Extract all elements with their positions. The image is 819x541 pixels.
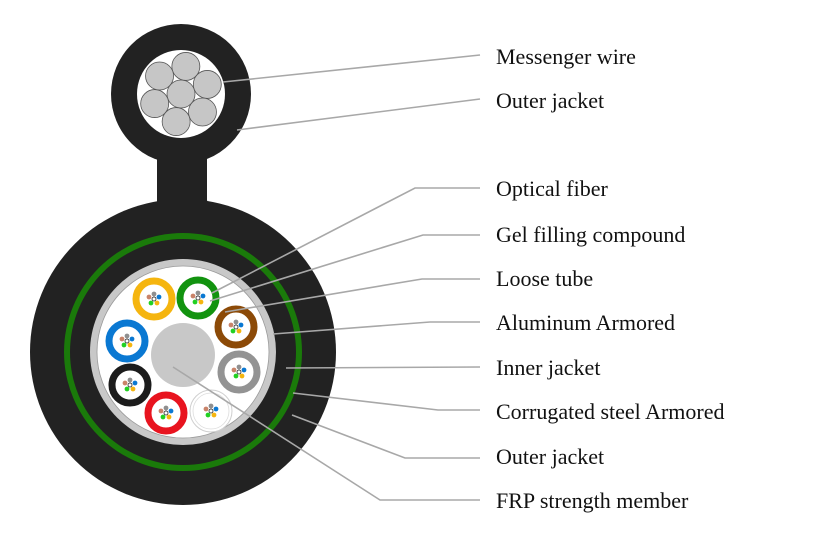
optical-fiber <box>148 300 154 306</box>
label-frp-strength-member: FRP strength member <box>496 488 689 513</box>
optical-fiber <box>129 336 135 342</box>
optical-fiber <box>233 319 239 325</box>
label-inner-jacket: Inner jacket <box>496 355 600 380</box>
loose-tube-blue <box>105 319 149 363</box>
leader-outer-jacket-bottom <box>291 414 480 459</box>
label-messenger-wire: Messenger wire <box>496 44 636 69</box>
loose-tube-green <box>176 276 220 320</box>
loose-tube-wall-inner <box>192 392 230 430</box>
optical-fiber <box>208 403 214 409</box>
optical-fiber <box>146 294 152 300</box>
loose-tube-clear <box>189 389 233 433</box>
messenger-strand <box>161 107 191 136</box>
leader-outer-jacket-top <box>236 98 481 131</box>
optical-fiber <box>127 342 133 348</box>
optical-fiber <box>121 342 127 348</box>
optical-fiber <box>233 373 239 379</box>
optical-fiber <box>132 380 138 386</box>
leader-gel-filling-compound <box>209 234 480 302</box>
optical-fiber <box>130 386 136 392</box>
optical-fiber <box>241 367 247 373</box>
leader-lines <box>172 54 481 501</box>
leader-corrugated-steel-armored <box>292 392 480 411</box>
optical-fiber-center <box>127 382 133 388</box>
optical-fiber <box>156 294 162 300</box>
messenger-strand <box>140 89 170 118</box>
loose-tube-brown <box>214 305 258 349</box>
optical-fiber <box>203 406 209 412</box>
optical-fiber-center <box>151 296 157 302</box>
label-loose-tube: Loose tube <box>496 266 593 291</box>
optical-fiber-center <box>236 369 242 375</box>
optical-fiber-center <box>208 408 214 414</box>
optical-fiber <box>158 408 164 414</box>
optical-fiber-center <box>195 295 201 301</box>
optical-fiber <box>200 293 206 299</box>
loose-tube-black <box>108 363 152 407</box>
labels: Messenger wire Outer jacket Optical fibe… <box>496 44 725 513</box>
optical-fiber <box>239 373 245 379</box>
optical-fiber <box>168 408 174 414</box>
optical-fiber <box>190 293 196 299</box>
leader-inner-jacket <box>285 366 481 369</box>
loose-tube-gray <box>217 350 261 394</box>
label-gel-filling-compound: Gel filling compound <box>496 222 685 247</box>
optical-fiber <box>195 290 201 296</box>
label-outer-jacket-top: Outer jacket <box>496 88 604 113</box>
messenger-strand <box>145 61 174 91</box>
messenger-strand <box>188 97 217 127</box>
optical-fiber-center <box>124 338 130 344</box>
messenger-section <box>111 24 251 220</box>
optical-fiber <box>124 386 130 392</box>
optical-fiber <box>151 291 157 297</box>
optical-fiber <box>119 336 125 342</box>
loose-tube-orange <box>132 277 176 321</box>
messenger-wire-strands <box>140 52 222 136</box>
messenger-strand <box>171 52 201 81</box>
messenger-strand <box>166 79 196 109</box>
optical-fiber <box>236 364 242 370</box>
optical-fiber <box>230 328 236 334</box>
optical-fiber <box>205 412 211 418</box>
optical-fiber <box>124 333 130 339</box>
leader-optical-fiber <box>211 187 480 294</box>
leader-frp-strength-member <box>172 366 480 501</box>
leader-aluminum-armored <box>272 321 480 335</box>
optical-fiber-center <box>233 324 239 330</box>
leader-loose-tube <box>224 278 480 313</box>
optical-fiber <box>238 322 244 328</box>
optical-fiber-center <box>163 410 169 416</box>
optical-fiber <box>163 405 169 411</box>
optical-fiber <box>192 299 198 305</box>
optical-fiber <box>127 377 133 383</box>
optical-fiber <box>228 322 234 328</box>
label-outer-jacket-bottom: Outer jacket <box>496 444 604 469</box>
loose-tube-red <box>144 391 188 435</box>
optical-fiber <box>236 328 242 334</box>
label-aluminum-armored: Aluminum Armored <box>496 310 675 335</box>
optical-fiber <box>122 380 128 386</box>
optical-fiber <box>213 406 219 412</box>
messenger-strand <box>192 70 222 99</box>
label-optical-fiber: Optical fiber <box>496 176 608 201</box>
optical-fiber <box>160 414 166 420</box>
optical-fiber <box>211 412 217 418</box>
main-cable <box>30 199 336 505</box>
optical-fiber <box>198 299 204 305</box>
optical-fiber <box>166 414 172 420</box>
optical-fiber <box>154 300 160 306</box>
frp-strength-member <box>151 323 215 387</box>
label-corrugated-steel-armored: Corrugated steel Armored <box>496 399 725 424</box>
leader-messenger-wire <box>222 54 481 83</box>
loose-tubes <box>105 276 261 435</box>
optical-fiber <box>231 367 237 373</box>
